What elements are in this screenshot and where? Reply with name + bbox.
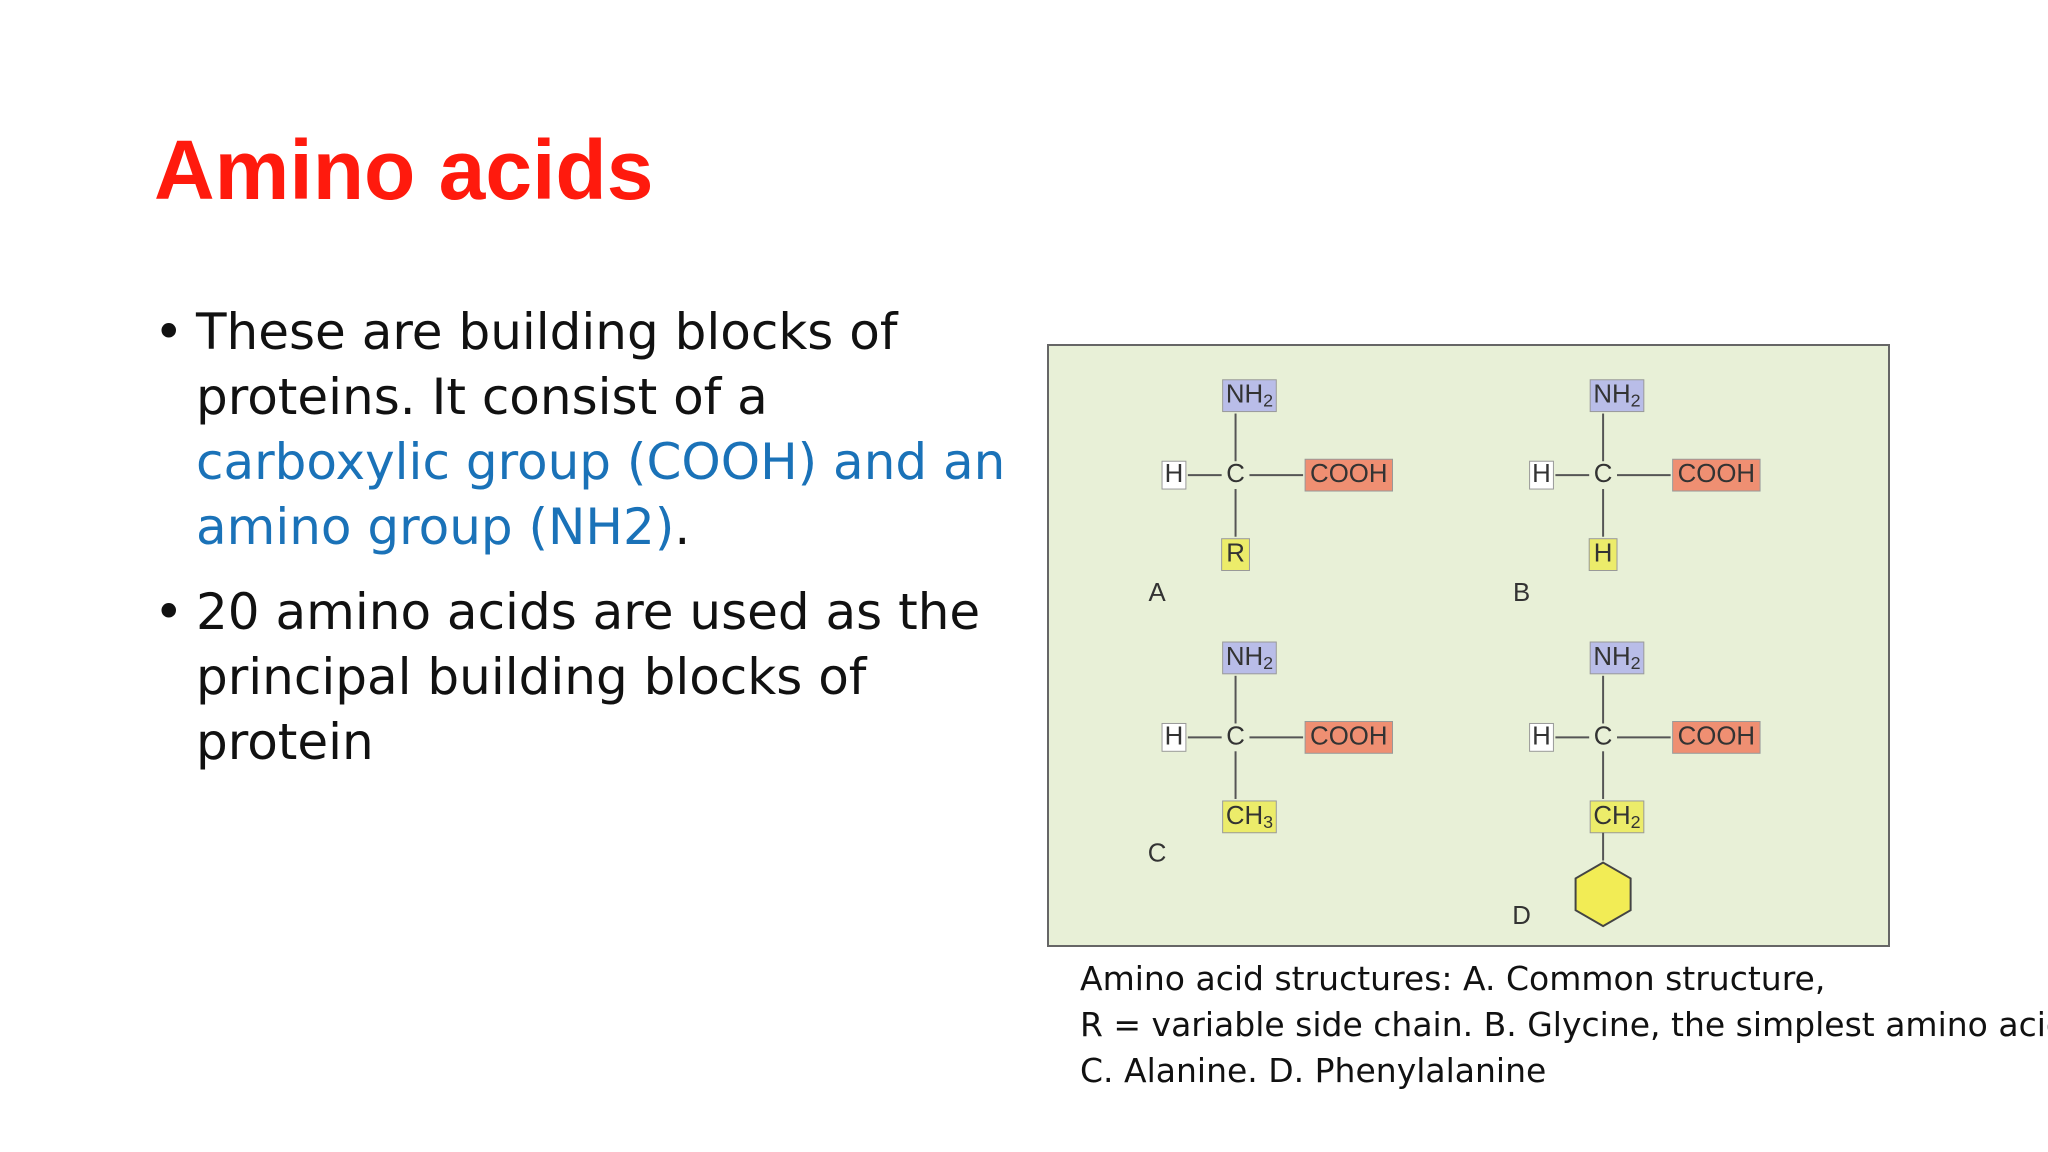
cooh-label: COOH	[1678, 460, 1755, 488]
bullet-text-end: .	[674, 498, 691, 556]
side-chain-label: CH3	[1226, 802, 1273, 832]
h-box	[1529, 722, 1554, 752]
bullet-list: • These are building blocks of proteins.…	[154, 300, 1014, 795]
panel-letter: B	[1513, 579, 1530, 607]
bullet-highlight-text: carboxylic group (COOH) and an amino gro…	[196, 433, 1006, 556]
panel-letter: C	[1148, 839, 1167, 867]
h-label: H	[1532, 722, 1551, 750]
side-chain-box	[1222, 800, 1277, 834]
carbon-label: C	[1226, 722, 1245, 750]
side-chain-label: CH2	[1593, 802, 1640, 832]
side-chain-label: R	[1226, 539, 1245, 567]
bullet-icon: •	[154, 583, 184, 641]
bullet-item: • These are building blocks of proteins.…	[154, 300, 1014, 560]
nh2-box	[1222, 379, 1277, 413]
side-chain-box	[1221, 538, 1250, 571]
carbon-label: C	[1594, 460, 1613, 488]
bullet-icon: •	[154, 303, 184, 361]
figure-caption: Amino acid structures: A. Common structu…	[1080, 956, 2048, 1094]
cooh-label: COOH	[1310, 460, 1387, 488]
cooh-label: COOH	[1678, 722, 1755, 750]
slide-title: Amino acids	[154, 123, 654, 217]
nh2-label: NH2	[1226, 643, 1273, 673]
panel-letter: A	[1148, 579, 1166, 607]
bullet-item: • 20 amino acids are used as the princip…	[154, 580, 1014, 775]
cooh-box	[1304, 458, 1394, 492]
nh2-label: NH2	[1593, 380, 1640, 410]
nh2-box	[1589, 379, 1645, 413]
bullet-text: These are building blocks of proteins. I…	[196, 303, 898, 426]
cooh-box	[1672, 720, 1761, 754]
benzene-ring-icon	[1574, 861, 1632, 928]
bullet-text: 20 amino acids are used as the principal…	[196, 583, 981, 771]
cooh-label: COOH	[1310, 722, 1387, 750]
cooh-box	[1672, 458, 1761, 492]
cooh-box	[1304, 720, 1394, 754]
nh2-box	[1222, 641, 1277, 675]
side-chain-box	[1588, 538, 1618, 571]
nh2-box	[1589, 641, 1645, 675]
h-label: H	[1165, 460, 1184, 488]
caption-line: Amino acid structures: A. Common structu…	[1080, 959, 1826, 998]
h-label: H	[1165, 722, 1184, 750]
side-chain-box	[1589, 800, 1645, 834]
nh2-label: NH2	[1226, 380, 1273, 410]
h-box	[1161, 460, 1187, 490]
carbon-label: C	[1226, 460, 1245, 488]
side-chain-label: H	[1594, 539, 1613, 567]
caption-line: R = variable side chain. B. Glycine, the…	[1080, 1005, 2048, 1044]
carbon-label: C	[1594, 722, 1613, 750]
h-label: H	[1532, 460, 1551, 488]
caption-line: C. Alanine. D. Phenylalanine	[1080, 1051, 1547, 1090]
h-box	[1161, 722, 1187, 752]
nh2-label: NH2	[1593, 643, 1640, 673]
h-box	[1529, 460, 1554, 490]
panel-letter: D	[1512, 902, 1531, 930]
